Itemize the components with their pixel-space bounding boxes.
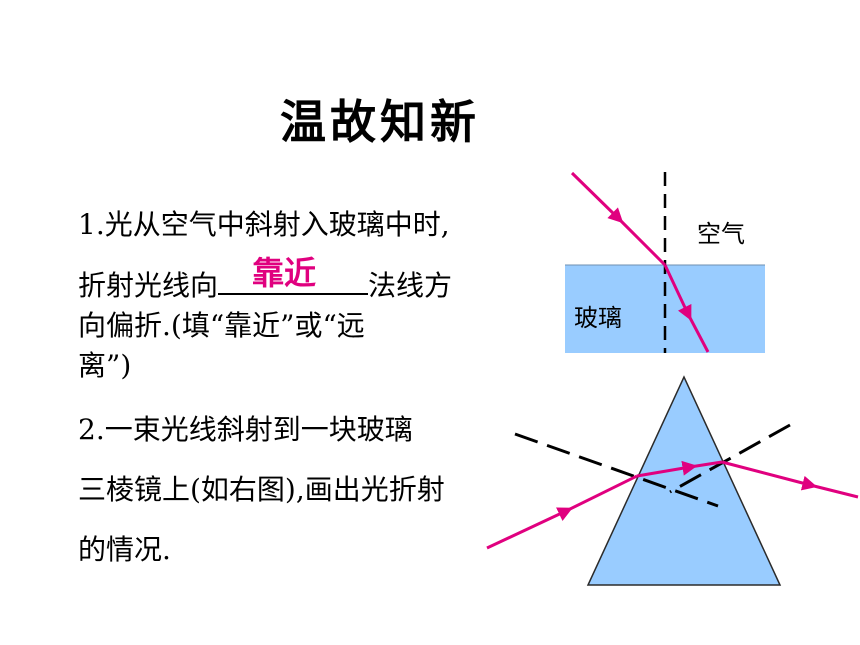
emergent-ray-prism [721, 460, 859, 499]
page-title: 温故知新 [280, 95, 480, 149]
question-1-text-before-blank: 折射光线向 [78, 269, 219, 302]
normal-line-right [669, 423, 791, 494]
label-air: 空气 [697, 220, 745, 248]
question-2-line-1: 2.一束光线斜射到一块玻璃 [78, 413, 413, 446]
question-1-line-4: 离”) [78, 349, 132, 382]
inner-ray-prism [636, 460, 723, 478]
incident-ray-prism [486, 474, 638, 550]
question-1-line-3: 向偏折.(填“靠近”或“远 [78, 309, 365, 342]
question-1-line-1: 1.光从空气中斜射入玻璃中时, [78, 208, 450, 241]
normal-line-left [514, 432, 719, 508]
question-1-line-2: 折射光线向靠近 法线方 [78, 254, 453, 306]
question-1-text-after-blank: 法线方 [368, 269, 453, 302]
glass-prism [586, 375, 782, 586]
question-2-line-3: 的情况. [78, 533, 171, 566]
incident-ray [570, 171, 667, 267]
refracted-ray [663, 264, 710, 353]
answer-blank[interactable]: 靠近 [218, 254, 369, 295]
label-glass: 玻璃 [574, 304, 622, 332]
answer-text: 靠近 [252, 254, 317, 292]
question-2-line-2: 三棱镜上(如右图),画出光折射 [78, 473, 445, 506]
